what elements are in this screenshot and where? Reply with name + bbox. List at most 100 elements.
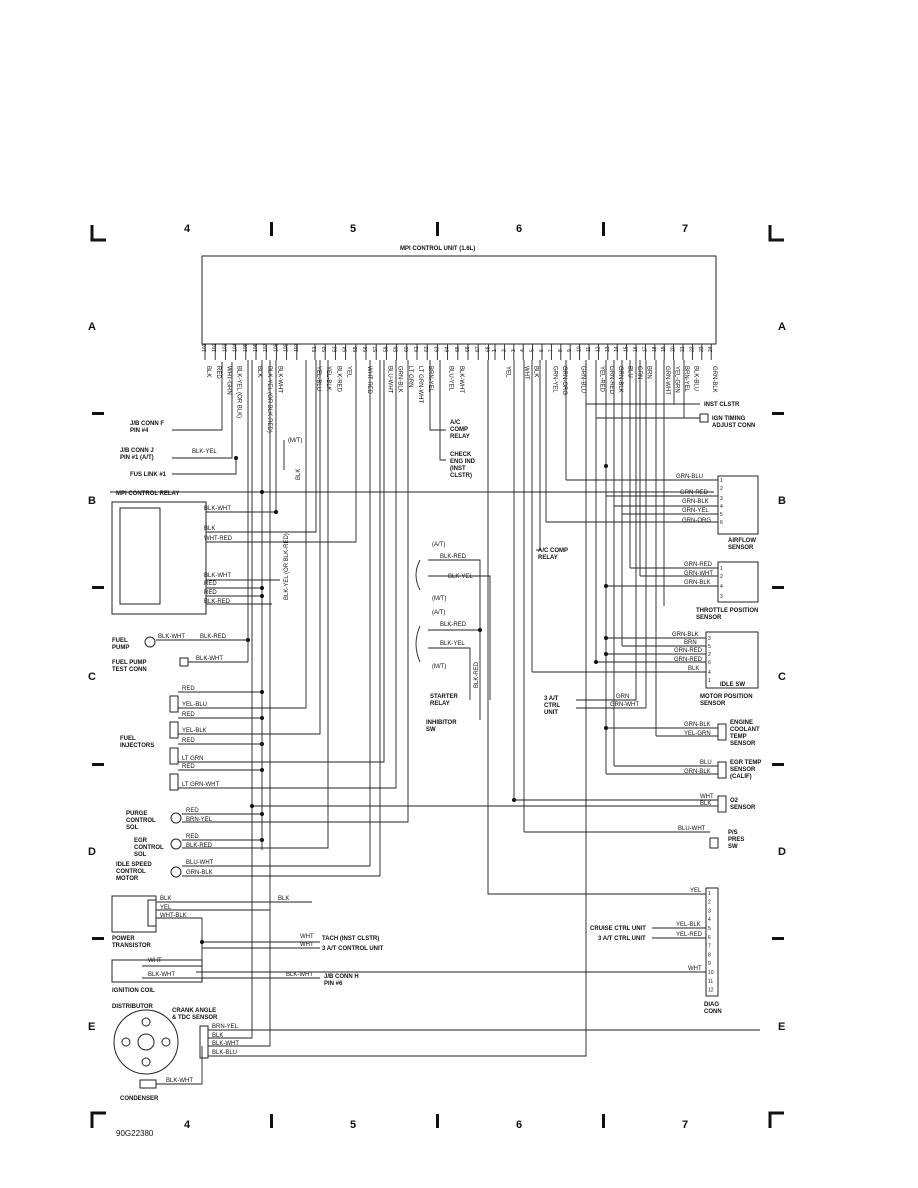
condenser-label: CONDENSER (120, 1096, 159, 1102)
ecu-left-wire-label: WHT-GRN (225, 366, 231, 395)
power-transistor-box (111, 895, 157, 933)
inj2-wire-yel-blk: YEL-BLK (182, 728, 207, 734)
diag-conn-box (705, 887, 719, 997)
tps-wire-grn-blk: GRN-BLK (684, 580, 711, 586)
grid-col-5: 5 (350, 223, 356, 235)
mps-wire-grn-red: GRN-RED (674, 648, 703, 654)
grid-col-7-bottom: 7 (682, 1119, 688, 1131)
relay-wire-blk: BLK (204, 526, 215, 532)
grid-row-c-left: C (88, 671, 96, 683)
ecu-right-wire-label: GRN-RED (608, 366, 614, 395)
ecu-left-wire-label: RED (215, 366, 221, 379)
inj1-wire-red: RED (182, 686, 195, 692)
atc-wire-grn: GRN (616, 694, 629, 700)
ecu-right-wire-label: GRN-YEL (551, 366, 557, 393)
wire-blk-yel-center2: BLK-YEL (440, 641, 465, 647)
at-ctrl-label-3: 3 A/T CTRL UNIT (598, 936, 646, 942)
tps-wire-grn-wht: GRN-WHT (684, 571, 713, 577)
ecu-right-wire-label: YEL-RED (598, 366, 604, 393)
junction-dots (200, 456, 608, 944)
at-wire-wht: WHT (300, 942, 314, 948)
mps-pins-num: 5 (708, 644, 711, 650)
ecu-right-wire-label: WHT (523, 366, 529, 380)
grid-col-5-bottom: 5 (350, 1119, 356, 1131)
fuel-pump-symbol (144, 636, 156, 648)
diag-wire-yel: YEL (690, 888, 702, 894)
tps-wire-grn-red: GRN-RED (684, 562, 713, 568)
ecu-mid-wire-label: YEL (346, 366, 352, 378)
wire-jbj-label: BLK-YEL (192, 449, 217, 455)
coil-wire-blk-wht: BLK-WHT (148, 972, 175, 978)
grid-col-4: 4 (184, 223, 191, 235)
isc-motor-symbol (170, 866, 182, 878)
mpi-relay-box (111, 501, 207, 615)
relay-wire-wht-red: WHT-RED (204, 536, 233, 542)
tps-pins-num: 4 (720, 584, 723, 590)
crank-sensor-label: CRANK ANGLE& TDC SENSOR (172, 1008, 218, 1021)
corner-marks (90, 225, 784, 1128)
diag-pins-num: 4 (708, 917, 711, 923)
mps-pins-num: 6 (708, 660, 711, 666)
egr-wire-blk-red: BLK-RED (186, 843, 213, 849)
diag-pins-num: 8 (708, 952, 711, 958)
relay-wire-blk-wht: BLK-WHT (204, 506, 231, 512)
ecu-mid-wire-label: LT GRN (407, 366, 413, 387)
wire-blk-red-center: BLK-RED (440, 554, 467, 560)
grid-row-e-right: E (778, 1021, 785, 1033)
af-wire-grn-red: GRN-RED (680, 490, 709, 496)
at-ctrl-label-2: 3 A/T CONTROL UNIT (322, 946, 384, 952)
ecu-title: MPI CONTROL UNIT (1.6L) (400, 246, 475, 252)
dist-wire-blk: BLK (212, 1033, 223, 1039)
wire-blk-drop: BLK (296, 469, 302, 480)
ecu-right-wire-label: GRN (636, 366, 642, 379)
airflow-pins-num: 1 (720, 478, 723, 484)
ecu-left-wire-label: BLK-YEL (OR BLK) (236, 366, 242, 418)
condenser-symbol (139, 1079, 157, 1089)
ecu-mid-wire-label: WHT-RED (366, 366, 372, 395)
ecu-right-wire-label: GRN-WHT (664, 366, 670, 395)
mt-label-2: (M/T) (432, 664, 446, 670)
coil-out-blk-wht: BLK-WHT (286, 972, 313, 978)
inj2-wire-red: RED (182, 712, 195, 718)
fus-link-label: FUS LINK #1 (130, 472, 167, 478)
mps-pins-num: 3 (708, 636, 711, 642)
af-wire-grn-org: GRN-ORG (682, 518, 711, 524)
fuel-pump-wire-blk-wht: BLK-WHT (158, 634, 185, 640)
relay-wire-red2: RED (204, 590, 217, 596)
purge-sol-symbol (170, 812, 182, 824)
injector-connectors (169, 695, 179, 791)
ecu-right-wire-label: YEL-GRN (674, 366, 680, 393)
airflow-pins-num: 5 (720, 512, 723, 518)
ecu-mid-wire-label: BLK-WHT (458, 366, 464, 393)
distributor-label: DISTRIBUTOR (112, 1004, 154, 1010)
grid-col-6: 6 (516, 223, 522, 235)
ect-wire-grn-blk: GRN-BLK (684, 722, 711, 728)
grid-row-d-right: D (778, 846, 786, 858)
distributor-cap (113, 1009, 179, 1075)
ecu-right-wire-label: GRN-ORG (561, 366, 567, 395)
ecu-mid-wire-label: BLU-WHT (386, 366, 392, 394)
ecu-left-wire-label: BLK-YEL (OR BLK-RED) (266, 366, 272, 433)
tps-pins-num: 2 (720, 574, 723, 580)
figure-ref: 90G22380 (116, 1129, 154, 1138)
egrt-wire-blu: BLU (700, 760, 712, 766)
fuel-pump-test-conn (179, 657, 189, 667)
inst-clstr-label: INST CLSTR (704, 402, 740, 408)
diag-wire-yel-blk: YEL-BLK (676, 922, 701, 928)
ecu-right-wire-label: GRN-BLK (617, 366, 623, 393)
grid-row-b-right: B (778, 495, 786, 507)
mps-wire-grn-red2: GRN-RED (674, 657, 703, 663)
grid-row-a-left: A (88, 321, 96, 333)
